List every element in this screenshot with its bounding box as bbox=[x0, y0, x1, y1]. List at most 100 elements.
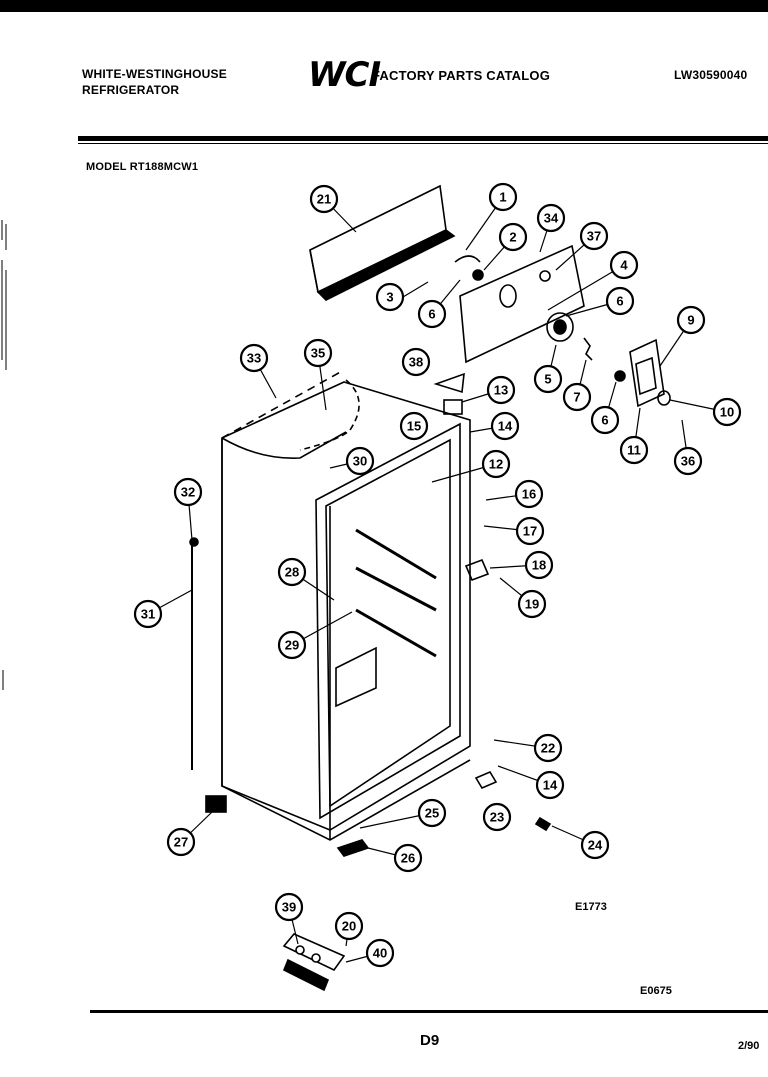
callout-12: 12 bbox=[481, 449, 511, 479]
callout-31: 31 bbox=[133, 599, 163, 629]
callout-17: 17 bbox=[515, 516, 545, 546]
part-11-light-housing bbox=[629, 338, 665, 408]
callout-16: 16 bbox=[514, 479, 544, 509]
wci-logo: WCI bbox=[308, 55, 381, 95]
svg-text:3: 3 bbox=[386, 290, 393, 305]
svg-text:26: 26 bbox=[401, 851, 415, 866]
callout-5: 5 bbox=[533, 364, 563, 394]
svg-text:15: 15 bbox=[407, 419, 421, 434]
svg-text:38: 38 bbox=[409, 355, 423, 370]
callout-1: 1 bbox=[488, 182, 518, 212]
callout-29: 29 bbox=[277, 630, 307, 660]
svg-text:1: 1 bbox=[499, 190, 506, 205]
svg-text:14: 14 bbox=[498, 419, 513, 434]
callout-6b: 6 bbox=[417, 299, 447, 329]
top-border-bar bbox=[0, 0, 768, 12]
callout-32: 32 bbox=[173, 477, 203, 507]
callout-18: 18 bbox=[524, 550, 554, 580]
svg-text:19: 19 bbox=[525, 597, 539, 612]
svg-text:6: 6 bbox=[616, 294, 623, 309]
callout-22: 22 bbox=[533, 733, 563, 763]
svg-text:37: 37 bbox=[587, 229, 601, 244]
callout-34: 34 bbox=[536, 203, 566, 233]
part-5-knob bbox=[546, 312, 574, 342]
callout-9: 9 bbox=[676, 305, 706, 335]
svg-text:11: 11 bbox=[627, 443, 641, 458]
svg-text:4: 4 bbox=[620, 258, 628, 273]
part-21-top-cover bbox=[309, 184, 456, 301]
svg-text:25: 25 bbox=[425, 806, 439, 821]
shelf-rails bbox=[355, 528, 437, 658]
svg-text:9: 9 bbox=[687, 313, 694, 328]
svg-text:32: 32 bbox=[181, 485, 195, 500]
svg-text:10: 10 bbox=[720, 405, 734, 420]
callout-23: 23 bbox=[482, 802, 512, 832]
svg-text:12: 12 bbox=[489, 457, 503, 472]
callout-20: 20 bbox=[334, 911, 364, 941]
svg-text:33: 33 bbox=[247, 351, 261, 366]
svg-text:21: 21 bbox=[317, 192, 331, 207]
scan-edge-marks bbox=[1, 220, 7, 690]
brand-line-1: WHITE-WESTINGHOUSE bbox=[82, 67, 227, 81]
footer-rule bbox=[90, 1010, 768, 1013]
callout-6c: 6 bbox=[590, 405, 620, 435]
footer-date: 2/90 bbox=[738, 1040, 760, 1052]
callout-35: 35 bbox=[303, 338, 333, 368]
callout-2: 2 bbox=[498, 222, 528, 252]
part-34-panel bbox=[459, 244, 585, 364]
callout-40: 40 bbox=[365, 938, 395, 968]
svg-text:34: 34 bbox=[544, 211, 559, 226]
callout-24: 24 bbox=[580, 830, 610, 860]
svg-text:7: 7 bbox=[573, 390, 580, 405]
catalog-number: LW30590040 bbox=[674, 68, 748, 82]
svg-text:39: 39 bbox=[282, 900, 296, 915]
callout-14b: 14 bbox=[535, 770, 565, 800]
callout-7: 7 bbox=[562, 382, 592, 412]
svg-text:14: 14 bbox=[543, 778, 558, 793]
svg-text:20: 20 bbox=[342, 919, 356, 934]
svg-text:27: 27 bbox=[174, 835, 188, 850]
callout-group: 21 1 2 34 37 4 6 3 6 9 5 7 6 10 11 36 33… bbox=[133, 182, 742, 968]
callout-10: 10 bbox=[712, 397, 742, 427]
callout-11: 11 bbox=[619, 435, 649, 465]
svg-text:36: 36 bbox=[681, 454, 695, 469]
svg-text:29: 29 bbox=[285, 638, 299, 653]
footer-code: E0675 bbox=[640, 985, 672, 997]
svg-text:16: 16 bbox=[522, 487, 536, 502]
model-label: MODEL RT188MCW1 bbox=[86, 161, 199, 173]
callout-15: 15 bbox=[399, 411, 429, 441]
part-39-bottom-bracket bbox=[282, 933, 346, 992]
svg-text:13: 13 bbox=[494, 383, 508, 398]
svg-text:18: 18 bbox=[532, 558, 546, 573]
svg-text:28: 28 bbox=[285, 565, 299, 580]
svg-text:31: 31 bbox=[141, 607, 155, 622]
svg-text:30: 30 bbox=[353, 454, 367, 469]
callout-13: 13 bbox=[486, 375, 516, 405]
svg-text:40: 40 bbox=[373, 946, 387, 961]
callout-33: 33 bbox=[239, 343, 269, 373]
refrigerator-cabinet bbox=[221, 369, 471, 841]
callout-14a: 14 bbox=[490, 411, 520, 441]
svg-text:2: 2 bbox=[509, 230, 516, 245]
callout-3: 3 bbox=[375, 282, 405, 312]
callout-25: 25 bbox=[417, 798, 447, 828]
svg-text:6: 6 bbox=[601, 413, 608, 428]
header-rule-thin bbox=[78, 143, 768, 144]
brand-line-2: REFRIGERATOR bbox=[82, 83, 180, 97]
callout-26: 26 bbox=[393, 843, 423, 873]
svg-text:17: 17 bbox=[523, 524, 537, 539]
svg-text:5: 5 bbox=[544, 372, 551, 387]
svg-text:23: 23 bbox=[490, 810, 504, 825]
callout-4: 4 bbox=[609, 250, 639, 280]
svg-text:24: 24 bbox=[588, 838, 603, 853]
callout-39: 39 bbox=[274, 892, 304, 922]
svg-text:22: 22 bbox=[541, 741, 555, 756]
callout-37: 37 bbox=[579, 221, 609, 251]
page-number: D9 bbox=[420, 1032, 440, 1049]
callout-28: 28 bbox=[277, 557, 307, 587]
header-rule bbox=[78, 136, 768, 141]
callout-27: 27 bbox=[166, 827, 196, 857]
callout-19: 19 bbox=[517, 589, 547, 619]
callout-36: 36 bbox=[673, 446, 703, 476]
